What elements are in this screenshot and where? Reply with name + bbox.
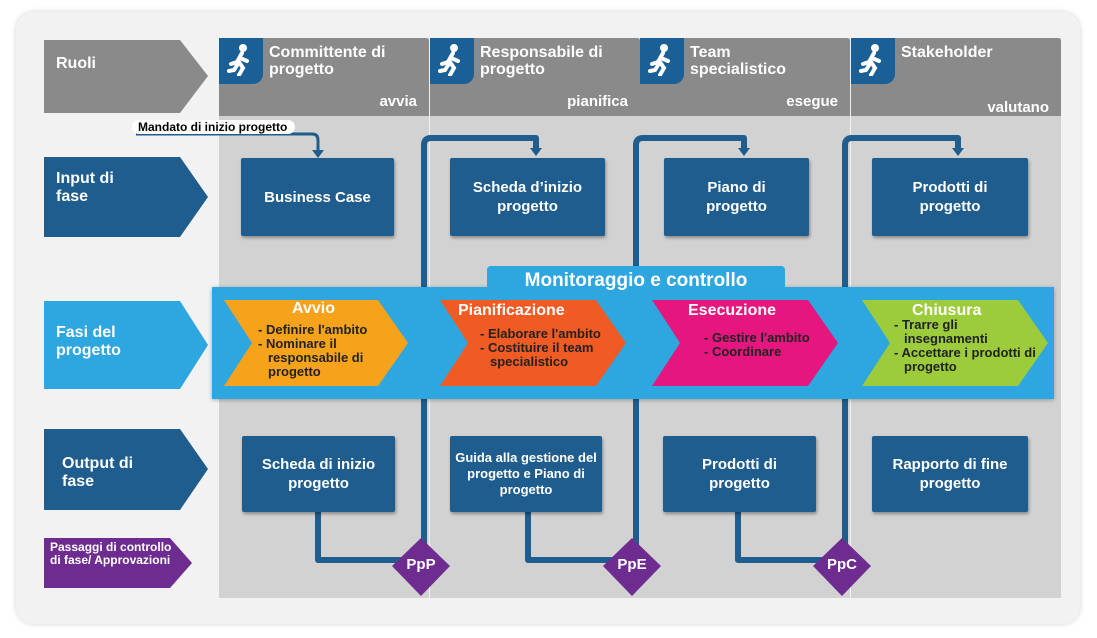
role-title: Committente di progetto [269, 44, 386, 78]
header-stakeholder: Stakeholder valutano [851, 38, 1061, 116]
phase-point: Costituire il team specialistico [480, 341, 620, 369]
row-arrow-input [44, 157, 208, 237]
role-verb: avvia [379, 93, 417, 110]
arrowhead-esegue [738, 148, 750, 156]
row-arrow-passaggi [44, 538, 192, 588]
output-box: Guida alla gestione del progetto e Piano… [450, 436, 602, 512]
mandate-arrow-line [136, 132, 320, 152]
row-arrow-ruoli [44, 40, 208, 113]
header-responsabile: Responsabile di progetto pianifica [430, 38, 640, 116]
phase-title: Esecuzione [688, 302, 777, 319]
person-walking-icon [430, 38, 474, 84]
monitoring-title: Monitoraggio e controllo [487, 266, 785, 296]
phase-point: Coordinare [704, 345, 834, 359]
gate-diamond-ppp [392, 538, 450, 596]
phase-point: Elaborare l'ambito [480, 327, 620, 341]
phase-title: Chiusura [912, 302, 982, 319]
person-walking-icon [851, 38, 895, 84]
gate-label: PpC [827, 556, 857, 573]
row-arrow-output [44, 429, 208, 510]
header-committente: Committente di progetto avvia [219, 38, 429, 116]
role-verb: pianifica [567, 93, 628, 110]
input-box: Piano di progetto [664, 158, 809, 236]
person-walking-icon [219, 38, 263, 84]
output-box: Scheda di inizio progetto [242, 436, 395, 512]
output-box: Prodotti di progetto [663, 436, 816, 512]
arrowhead-valutano [952, 148, 964, 156]
input-box: Business Case [241, 158, 394, 236]
role-verb: esegue [786, 93, 838, 110]
person-walking-icon [640, 38, 684, 84]
role-title: Stakeholder [901, 44, 993, 61]
role-verb: valutano [987, 99, 1049, 116]
phase-title: Pianificazione [458, 302, 565, 319]
gate-diamond-ppe [603, 538, 661, 596]
row-arrow-fasi [44, 301, 208, 389]
output-box: Rapporto di fine progetto [872, 436, 1028, 512]
input-box: Prodotti di progetto [872, 158, 1028, 236]
input-box: Scheda d’inizio progetto [450, 158, 605, 236]
gate-label: PpE [617, 556, 647, 573]
row-label-fasi: Fasi del progetto [56, 324, 121, 359]
role-title: Responsabile di progetto [480, 44, 603, 78]
mandate-label: Mandato di inizio progetto [132, 120, 296, 134]
phase-point: Definire l'ambito [258, 323, 398, 337]
row-label-ruoli: Ruoli [56, 55, 96, 72]
gate-diamond-ppc [813, 538, 871, 596]
phase-point: Nominare il responsabile di progetto [258, 337, 398, 379]
header-team: Team specialistico esegue [640, 38, 850, 116]
phase-point: Accettare i prodotti di progetto [894, 346, 1044, 374]
row-label-passaggi: Passaggi di controllo di fase/ Approvazi… [50, 540, 172, 567]
row-label-output: Output di fase [62, 455, 134, 490]
role-title: Team specialistico [690, 44, 787, 78]
phase-point: Trarre gli insegnamenti [894, 318, 1044, 346]
phase-title: Avvio [292, 300, 335, 317]
mandate-arrowhead [312, 150, 324, 158]
phase-point: Gestire l'ambito [704, 331, 834, 345]
row-label-input: Input di fase [56, 170, 114, 205]
arrowhead-pianifica [530, 148, 542, 156]
gate-label: PpP [406, 556, 436, 573]
